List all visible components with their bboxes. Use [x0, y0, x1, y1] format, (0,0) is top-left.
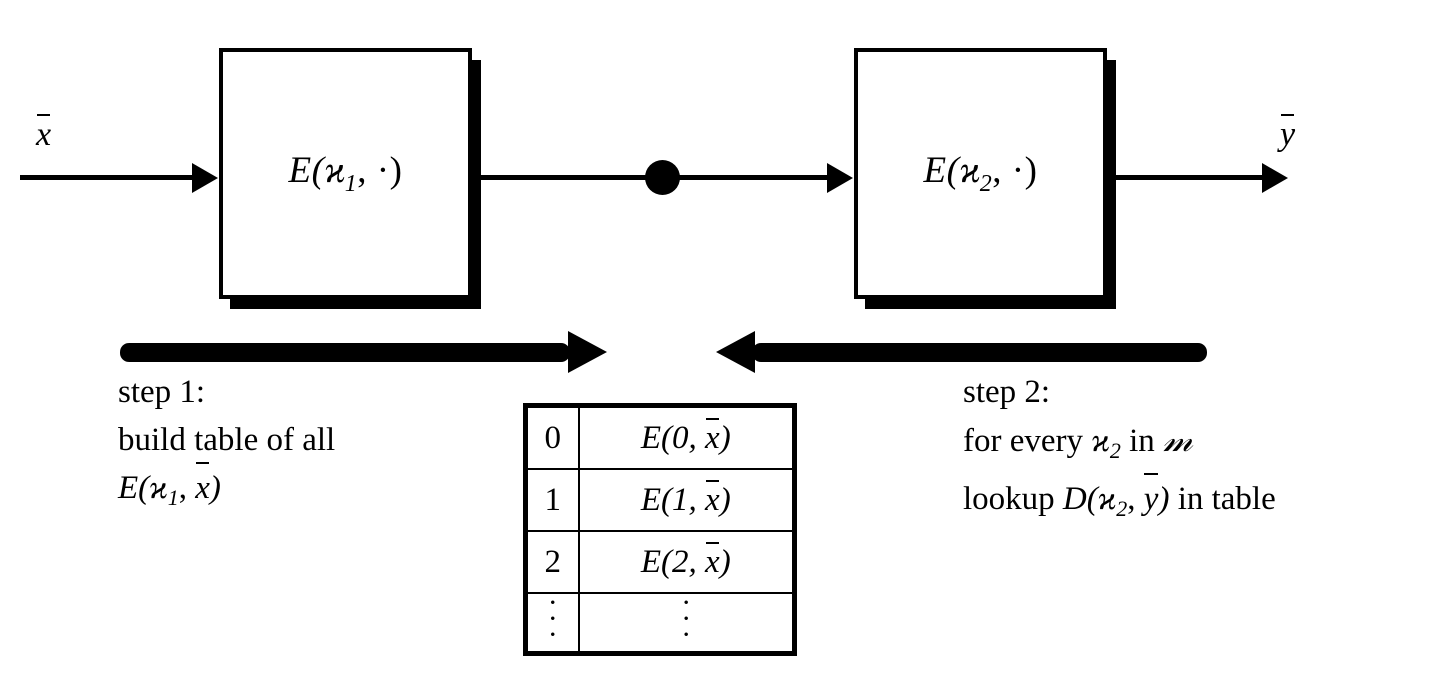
- step2-caption: step 2: for every ϰ2 in 𝓂 lookup D(ϰ2, y…: [963, 368, 1276, 533]
- output-label-ybar: y: [1280, 113, 1296, 153]
- output-arrowhead-icon: [1262, 163, 1288, 193]
- table-row[interactable]: 1 E(1, x): [528, 468, 792, 532]
- input-arrowhead-icon: [192, 163, 218, 193]
- encrypt-block-2-label: E(ϰ2, ·): [923, 150, 1038, 197]
- output-wire: [1107, 175, 1265, 180]
- input-wire: [20, 175, 198, 180]
- table-cell-key: 2: [528, 530, 580, 594]
- encrypt-block-2[interactable]: E(ϰ2, ·): [854, 48, 1107, 299]
- intermediate-wire-right: [676, 175, 830, 180]
- table-cell-key: 0: [528, 408, 580, 470]
- table-cell-value: E(2, x): [577, 530, 792, 594]
- step2-arrowhead-icon: [716, 331, 755, 373]
- step1-body-line-1: build table of all: [118, 422, 336, 458]
- step1-arrowhead-icon: [568, 331, 607, 373]
- vertical-ellipsis-icon: ···: [547, 586, 558, 651]
- lookup-table[interactable]: 0 E(0, x) 1 E(1, x) 2 E(2, x): [523, 403, 797, 656]
- table-cell-key-ellipsis: ···: [528, 586, 580, 654]
- intermediate-value-node[interactable]: [645, 160, 680, 195]
- step1-body-line-2: E(ϰ1, x): [118, 462, 335, 522]
- step2-body-line-1: for every ϰ2 in 𝓂: [963, 420, 1193, 464]
- table-row[interactable]: 0 E(0, x): [528, 408, 792, 470]
- table-cell-value: E(1, x): [577, 468, 792, 532]
- table-row[interactable]: 2 E(2, x): [528, 530, 792, 594]
- intermediate-wire-left: [472, 175, 650, 180]
- vertical-ellipsis-icon: ···: [682, 586, 690, 651]
- table-cell-key: 1: [528, 468, 580, 532]
- step2-body-line-2: lookup D(ϰ2, y) in table: [963, 473, 1276, 533]
- step2-heading: step 2:: [963, 374, 1051, 410]
- table-row[interactable]: ··· ···: [528, 586, 792, 654]
- step1-caption: step 1: build table of all E(ϰ1, x): [118, 368, 335, 522]
- table-cell-value: E(0, x): [577, 408, 792, 470]
- step1-arrow-shaft: [120, 343, 570, 362]
- step2-arrow-shaft: [752, 343, 1207, 362]
- encrypt-block-1[interactable]: E(ϰ1, ·): [219, 48, 472, 299]
- input-label-xbar: x: [36, 113, 52, 153]
- block2-input-arrowhead-icon: [827, 163, 853, 193]
- step1-heading: step 1:: [118, 374, 206, 410]
- encrypt-block-1-label: E(ϰ1, ·): [288, 150, 403, 197]
- table-cell-value-ellipsis: ···: [577, 586, 792, 654]
